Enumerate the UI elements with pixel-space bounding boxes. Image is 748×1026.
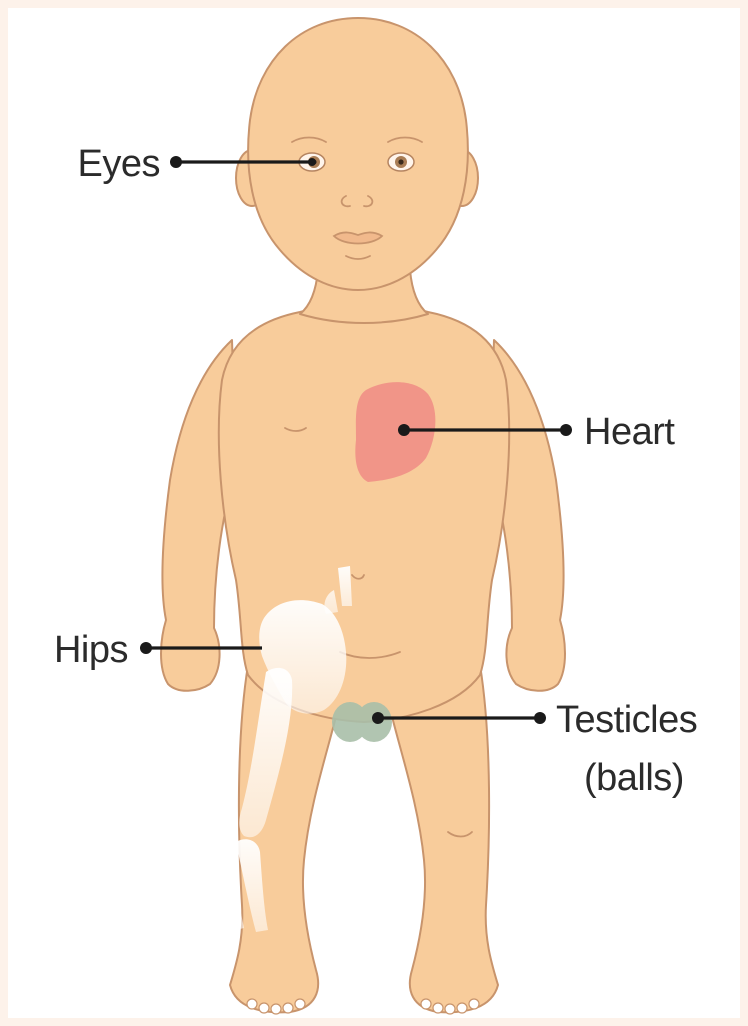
toe bbox=[421, 999, 431, 1009]
toe bbox=[469, 999, 479, 1009]
toe bbox=[247, 999, 257, 1009]
toe bbox=[283, 1003, 293, 1013]
testicles-graphic bbox=[332, 702, 392, 742]
toe bbox=[457, 1003, 467, 1013]
testicles-label: Testicles bbox=[556, 699, 697, 741]
heart-label: Heart bbox=[584, 411, 675, 453]
left-pupil bbox=[398, 159, 403, 164]
toe bbox=[433, 1003, 443, 1013]
baby-figure bbox=[161, 18, 565, 1012]
toe bbox=[271, 1004, 281, 1014]
torso bbox=[219, 308, 509, 723]
toe bbox=[295, 999, 305, 1009]
toe bbox=[445, 1004, 455, 1014]
hips-label: Hips bbox=[54, 629, 128, 671]
eyes-label: Eyes bbox=[78, 143, 160, 185]
head bbox=[248, 18, 468, 290]
toe bbox=[259, 1003, 269, 1013]
testicles-label-sub: (balls) bbox=[584, 757, 684, 799]
